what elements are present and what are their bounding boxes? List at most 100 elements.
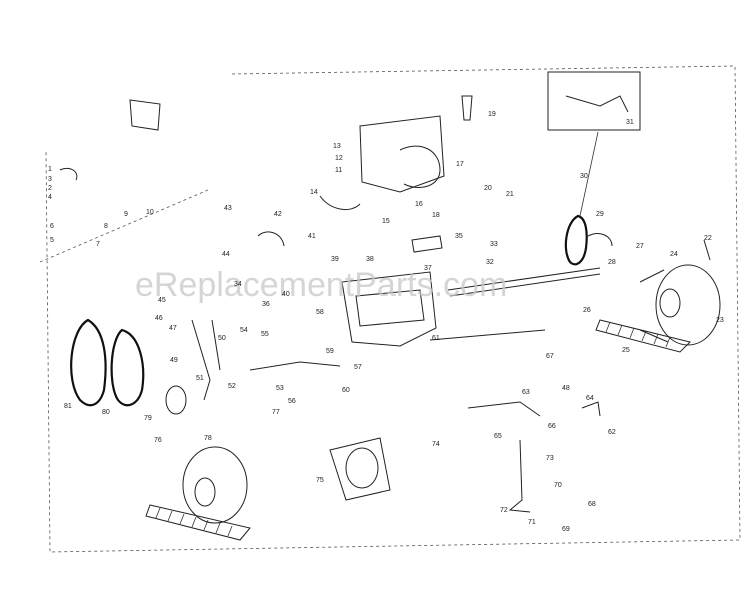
callout-73: 73 xyxy=(546,455,554,462)
callout-56: 56 xyxy=(288,398,296,405)
callout-28: 28 xyxy=(608,259,616,266)
pulley xyxy=(165,385,187,415)
shift-lever xyxy=(508,439,531,513)
callout-15: 15 xyxy=(382,218,390,225)
callout-32: 32 xyxy=(486,259,494,266)
main-shaft xyxy=(447,267,601,297)
callout-31: 31 xyxy=(626,119,634,126)
callout-39: 39 xyxy=(331,256,339,263)
callout-8: 8 xyxy=(104,223,108,230)
callout-20: 20 xyxy=(484,185,492,192)
callout-54: 54 xyxy=(240,327,248,334)
callout-1: 1 xyxy=(48,166,52,173)
callout-5: 5 xyxy=(50,237,54,244)
callout-67: 67 xyxy=(546,353,554,360)
callout-10: 10 xyxy=(146,209,154,216)
callout-21: 21 xyxy=(506,191,514,198)
callout-52: 52 xyxy=(228,383,236,390)
callout-72: 72 xyxy=(500,507,508,514)
callout-78: 78 xyxy=(204,435,212,442)
callout-16: 16 xyxy=(415,201,423,208)
gear-box xyxy=(329,437,391,501)
callout-24: 24 xyxy=(670,251,678,258)
callout-36: 36 xyxy=(262,301,270,308)
callout-68: 68 xyxy=(588,501,596,508)
callout-76: 76 xyxy=(154,437,162,444)
callout-61: 61 xyxy=(432,335,440,342)
callout-45: 45 xyxy=(158,297,166,304)
transmission-housing xyxy=(341,271,437,347)
callout-9: 9 xyxy=(124,211,128,218)
callout-47: 47 xyxy=(169,325,177,332)
callout-30: 30 xyxy=(580,173,588,180)
callout-23: 23 xyxy=(716,317,724,324)
callout-75: 75 xyxy=(316,477,324,484)
callout-17: 17 xyxy=(456,161,464,168)
callout-69: 69 xyxy=(562,526,570,533)
callout-43: 43 xyxy=(224,205,232,212)
hitch-lever xyxy=(191,319,221,401)
engine-assembly xyxy=(359,115,445,193)
callout-7: 7 xyxy=(96,241,100,248)
left-wheel xyxy=(145,446,251,541)
belt-80 xyxy=(110,328,145,407)
callout-63: 63 xyxy=(522,389,530,396)
callout-labels: 1 2 3 4 5 6 7 8 9 10 11 12 13 14 15 16 1… xyxy=(48,111,724,533)
callout-33: 33 xyxy=(490,241,498,248)
callout-51: 51 xyxy=(196,375,204,382)
belt-30 xyxy=(564,214,588,266)
callout-38: 38 xyxy=(366,256,374,263)
callout-14: 14 xyxy=(310,189,318,196)
belt-81 xyxy=(70,318,107,407)
callout-46: 46 xyxy=(155,315,163,322)
callout-41: 41 xyxy=(308,233,316,240)
right-wheel xyxy=(595,264,721,353)
callout-79: 79 xyxy=(144,415,152,422)
callout-2: 2 xyxy=(48,185,52,192)
callout-22: 22 xyxy=(704,235,712,242)
callout-48: 48 xyxy=(562,385,570,392)
watermark: eReplacementParts.com xyxy=(135,266,507,304)
callout-71: 71 xyxy=(528,519,536,526)
callout-77: 77 xyxy=(272,409,280,416)
callout-80: 80 xyxy=(102,409,110,416)
leader-30 xyxy=(579,131,599,217)
callout-66: 66 xyxy=(548,423,556,430)
callout-64: 64 xyxy=(586,395,594,402)
callout-19: 19 xyxy=(488,111,496,118)
small-parts xyxy=(59,95,711,417)
inset-box xyxy=(547,71,641,131)
callout-3: 3 xyxy=(48,176,52,183)
callout-25: 25 xyxy=(622,347,630,354)
callout-49: 49 xyxy=(170,357,178,364)
callout-29: 29 xyxy=(596,211,604,218)
callout-55: 55 xyxy=(261,331,269,338)
callout-70: 70 xyxy=(554,482,562,489)
subassembly-divider xyxy=(39,189,209,263)
callout-81: 81 xyxy=(64,403,72,410)
diagram-frame xyxy=(45,65,741,553)
callout-57: 57 xyxy=(354,364,362,371)
callout-12: 12 xyxy=(335,155,343,162)
callout-13: 13 xyxy=(333,143,341,150)
callout-11: 11 xyxy=(335,167,342,174)
callout-74: 74 xyxy=(432,441,440,448)
callout-18: 18 xyxy=(432,212,440,219)
callout-50: 50 xyxy=(218,335,226,342)
callout-62: 62 xyxy=(608,429,616,436)
callout-44: 44 xyxy=(222,251,230,258)
callout-42: 42 xyxy=(274,211,282,218)
callout-58: 58 xyxy=(316,309,324,316)
callout-26: 26 xyxy=(583,307,591,314)
linkage-rod xyxy=(249,329,546,371)
callout-40: 40 xyxy=(282,291,290,298)
callout-6: 6 xyxy=(50,223,54,230)
callout-27: 27 xyxy=(636,243,644,250)
callout-37: 37 xyxy=(424,265,432,272)
callout-34: 34 xyxy=(234,281,242,288)
callout-65: 65 xyxy=(494,433,502,440)
callout-4: 4 xyxy=(48,194,52,201)
callout-35: 35 xyxy=(455,233,463,240)
callout-60: 60 xyxy=(342,387,350,394)
